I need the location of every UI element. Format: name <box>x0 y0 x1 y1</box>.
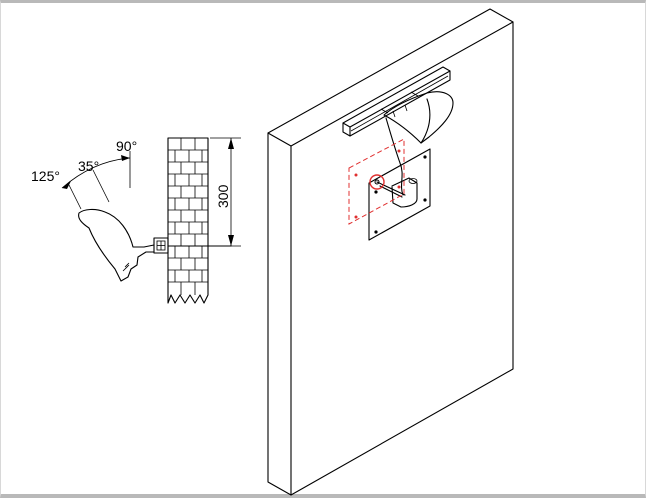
angle-35-label: 35° <box>78 158 99 174</box>
isometric-panel <box>267 8 514 496</box>
mounting-rail <box>342 66 451 137</box>
cad-drawing: 300 90° 35° 125° <box>31 8 514 496</box>
angle-90-label: 90° <box>116 138 137 154</box>
wall-bracket <box>153 237 232 254</box>
lamp-arm <box>376 177 418 208</box>
brick-wall <box>167 137 209 304</box>
panel-front-face <box>267 8 514 496</box>
hidden-recess-outline <box>348 138 405 225</box>
mounting-plate <box>368 148 431 241</box>
lamp-side-profile <box>78 208 155 282</box>
brick-courses <box>168 138 208 295</box>
height-dimension: 300 <box>210 137 241 247</box>
height-dimension-label: 300 <box>215 184 231 208</box>
lamp-head-iso <box>383 91 454 144</box>
rotation-angle-marker <box>61 151 131 210</box>
highlight-marker <box>369 174 385 190</box>
lamp-cable <box>385 117 404 196</box>
lamp-side-detail <box>122 262 130 272</box>
angle-125-label: 125° <box>31 168 60 184</box>
wall-section-detail: 300 90° 35° 125° <box>31 137 241 304</box>
